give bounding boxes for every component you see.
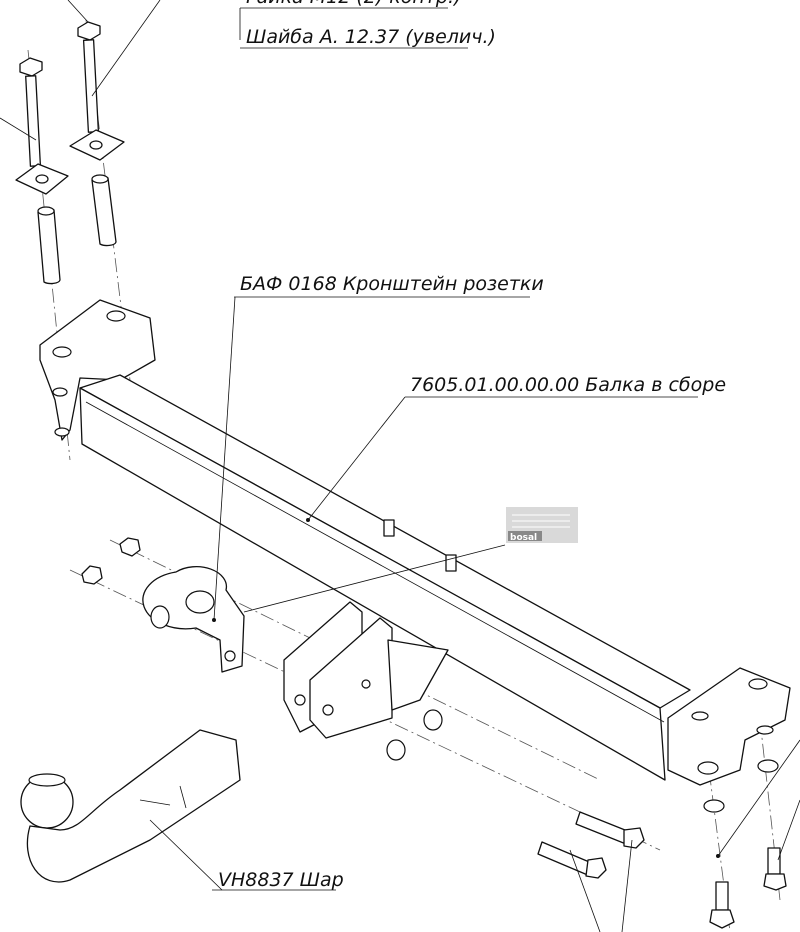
label-tow-ball: VH8837 Шар (218, 869, 344, 891)
tow-ball (20, 729, 241, 891)
lower-bolts (537, 739, 800, 932)
left-bolt-assembly (0, 0, 161, 285)
bosal-nameplate: bosal (506, 507, 578, 543)
label-beam-assembly: 7605.01.00.00.00 Балка в сборе (410, 374, 726, 396)
label-nut: Гайка М12 (2) контр.) (246, 0, 461, 8)
nameplate-brand: bosal (510, 533, 537, 543)
label-washer: Шайба А. 12.37 (увелич.) (246, 26, 496, 48)
label-socket-bracket: БАФ 0168 Кронштейн розетки (240, 273, 544, 295)
labels: Гайка М12 (2) контр.) Шайба А. 12.37 (ув… (212, 0, 726, 891)
main-beam (39, 299, 791, 786)
nuts-and-washers (81, 537, 779, 813)
socket-bracket (142, 296, 506, 673)
